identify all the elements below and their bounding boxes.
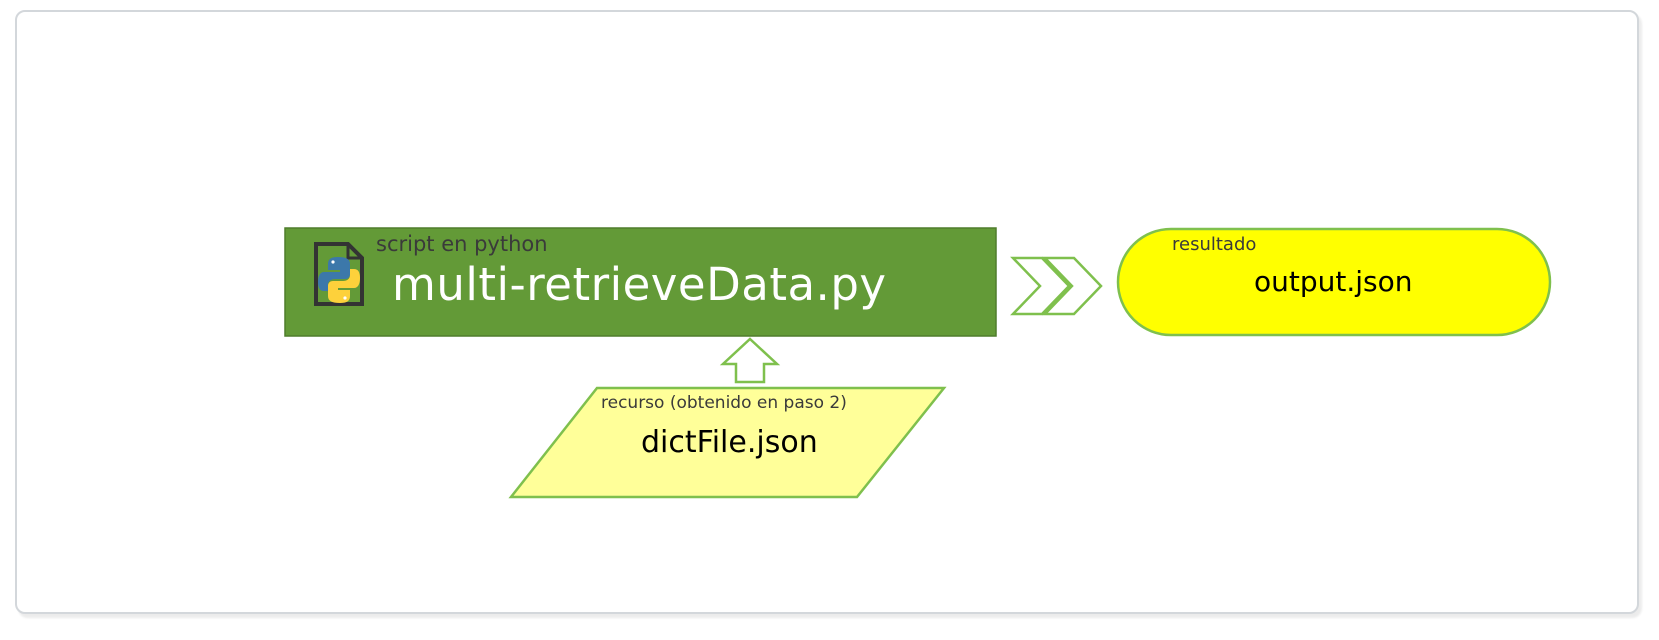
resource-parallelogram (508, 386, 947, 499)
result-caption: resultado (1172, 234, 1257, 255)
script-box (284, 227, 997, 337)
script-name: multi-retrieveData.py (392, 258, 887, 311)
up-arrow (719, 337, 781, 384)
script-caption: script en python (376, 232, 548, 256)
chevron-right-arrow (1010, 256, 1103, 316)
resource-caption: recurso (obtenido en paso 2) (601, 393, 847, 413)
result-name: output.json (1254, 265, 1413, 298)
resource-name: dictFile.json (641, 425, 818, 460)
python-file-icon (314, 242, 364, 306)
result-terminator (1116, 227, 1552, 337)
